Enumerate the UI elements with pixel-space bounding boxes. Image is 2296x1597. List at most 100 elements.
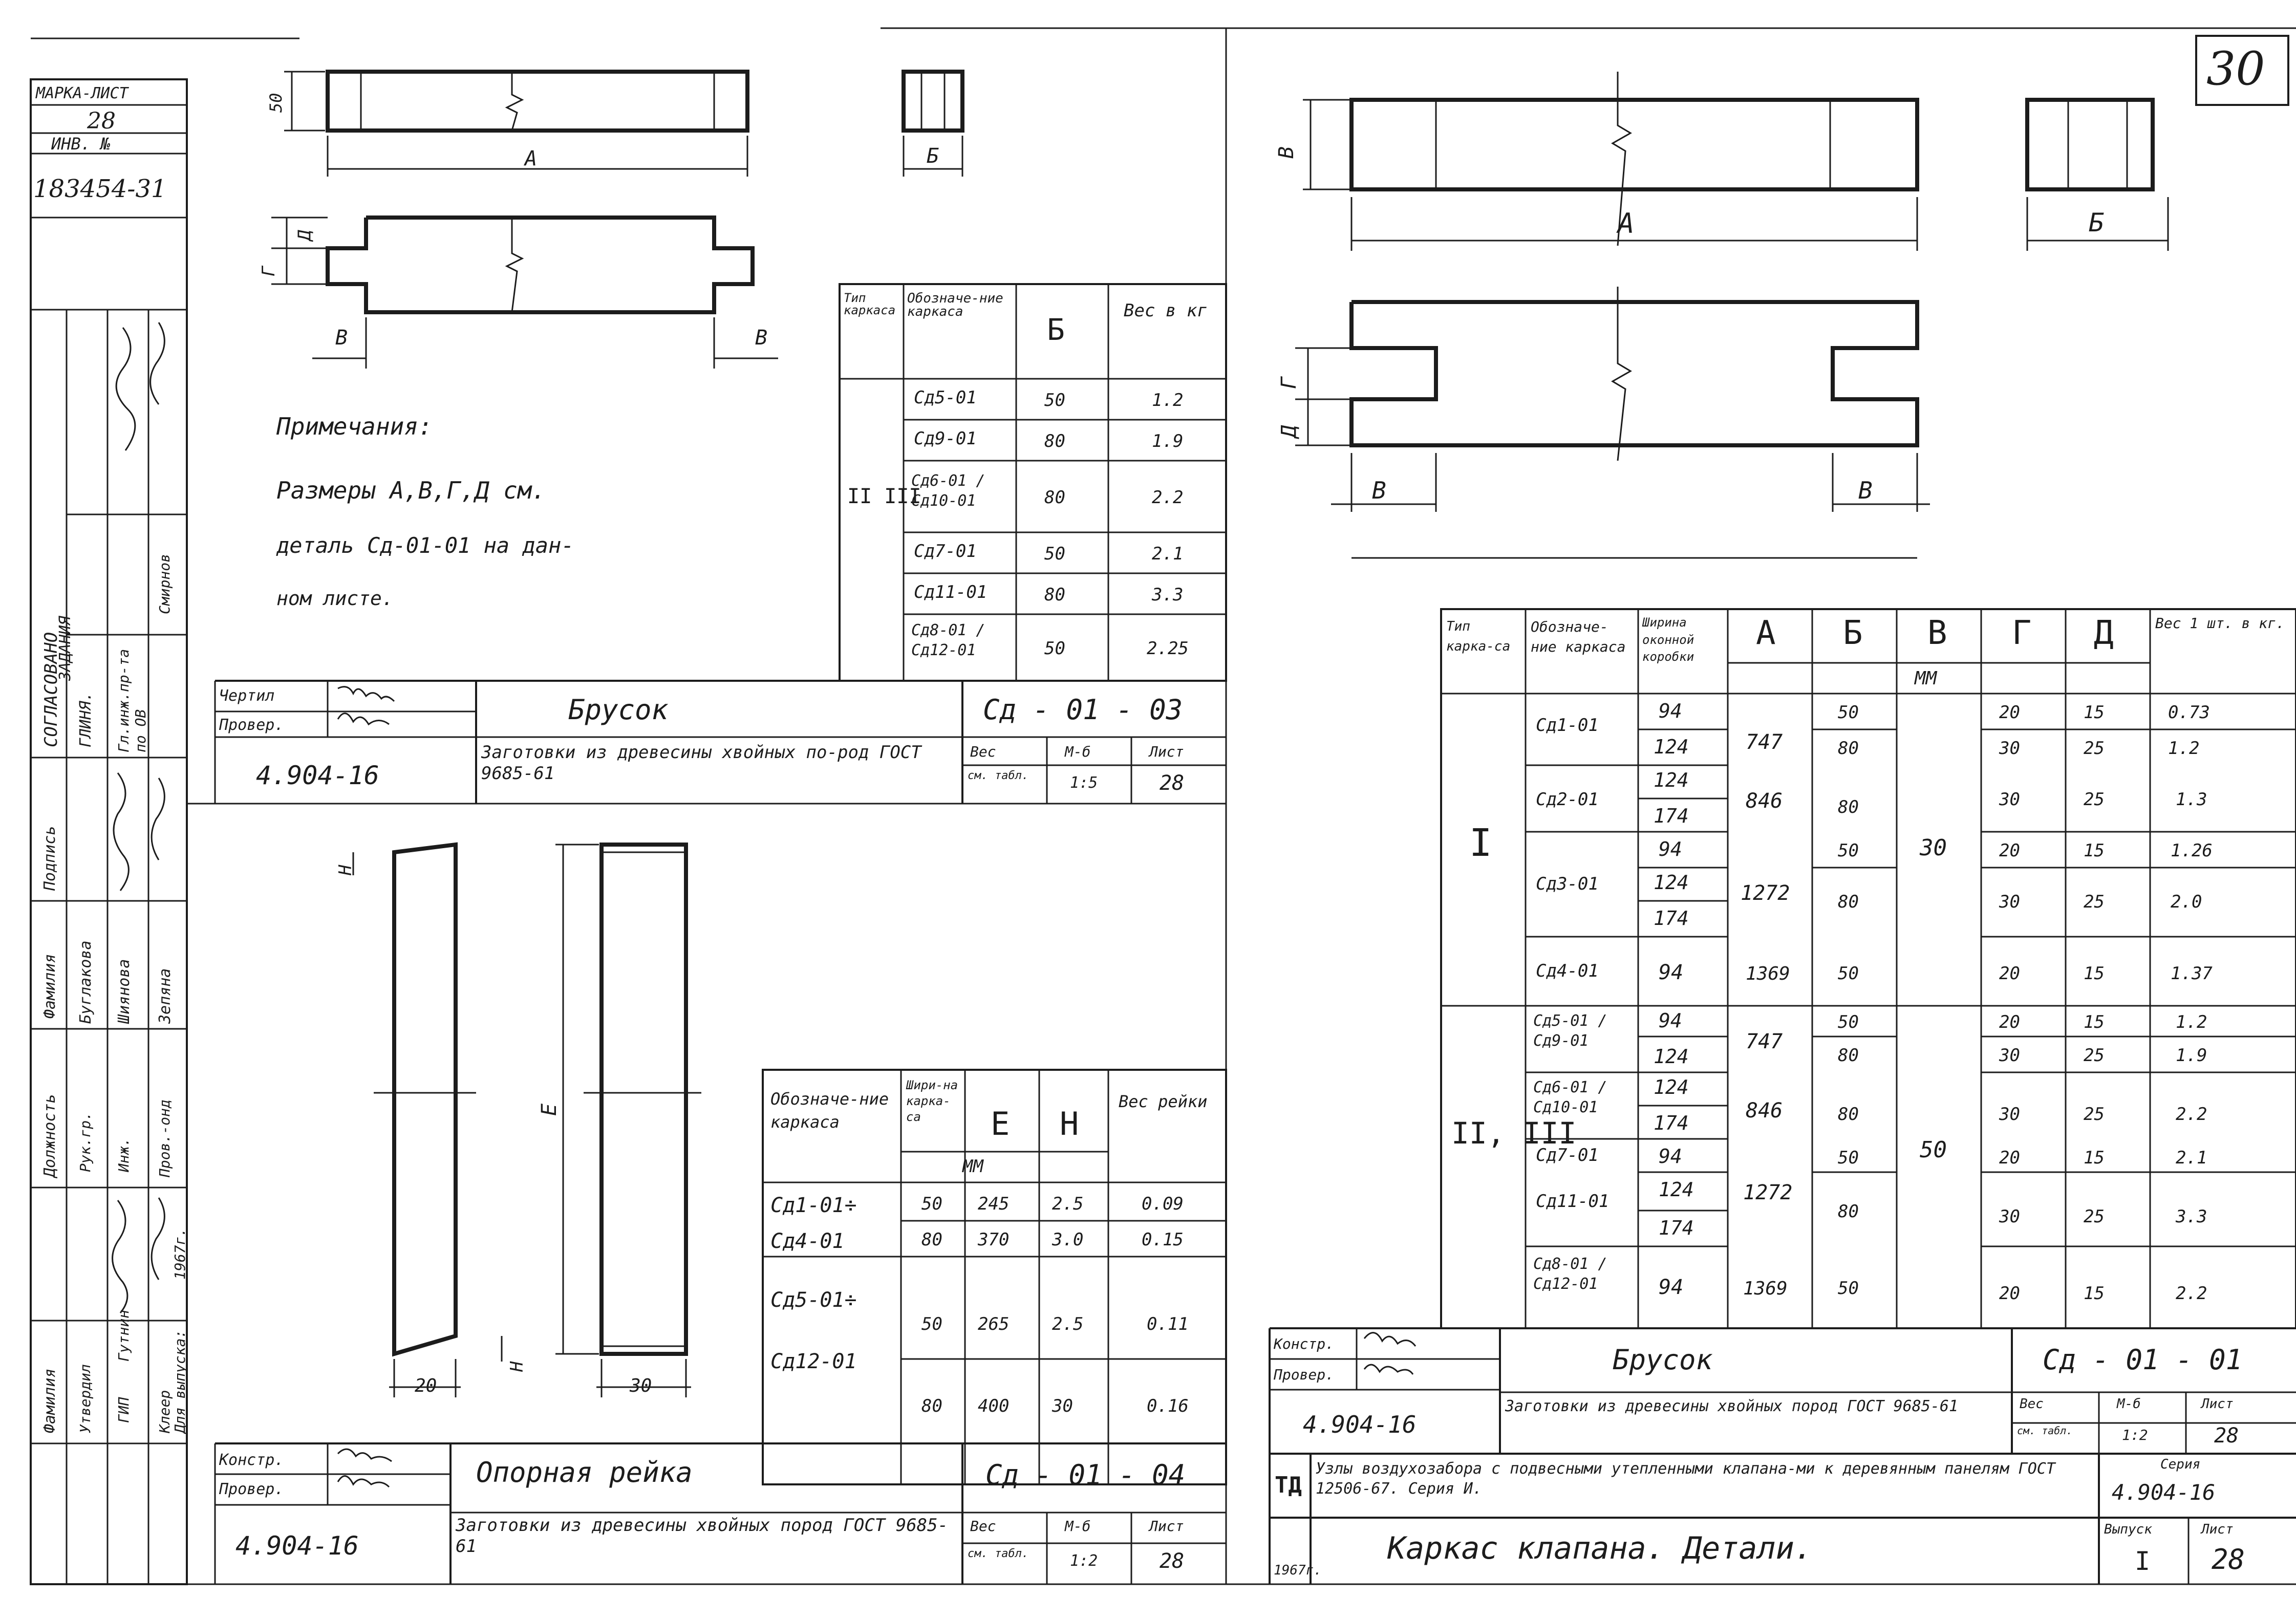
stamp-inv-label: ИНВ. № bbox=[51, 134, 111, 154]
d01-r4-g: 20 bbox=[1999, 840, 2020, 861]
d04-r1-h: 3.0 bbox=[1052, 1229, 1084, 1250]
stamp-dolzh-val2: Инж. bbox=[115, 1137, 132, 1172]
d01-tb-doc: 4.904-16 bbox=[1303, 1411, 1417, 1438]
d04-tb-title: Опорная рейка bbox=[476, 1456, 693, 1488]
d01-th-b: Б bbox=[1843, 614, 1863, 652]
d01-r10-des: Сд6-01 / Сд10-01 bbox=[1533, 1078, 1607, 1116]
d01-r8-a: 747 bbox=[1746, 1030, 1783, 1053]
d01-r1-weight: 1.2 bbox=[2168, 738, 2200, 759]
stamp-dolzh: Должность bbox=[41, 1094, 59, 1177]
d04-tb-ves-val: см. табл. bbox=[968, 1547, 1029, 1560]
stamp-dlya: Для выпуска: bbox=[171, 1329, 188, 1433]
d01-r15-g: 20 bbox=[1999, 1283, 2020, 1304]
d01-dim-d: Д bbox=[1277, 425, 1301, 438]
d03-r1-w: 1.9 bbox=[1152, 431, 1184, 451]
d04-r3-weight: 0.16 bbox=[1147, 1396, 1189, 1416]
d03-tb-prover: Провер. bbox=[219, 716, 284, 734]
d03-note-line3: ном листе. bbox=[276, 587, 394, 610]
main-tb-td: ТД bbox=[1275, 1472, 1302, 1498]
d04-r0-e: 245 bbox=[978, 1194, 1010, 1214]
d01-type-ii: II, III bbox=[1451, 1116, 1577, 1151]
d03-tb-ves: Вес bbox=[970, 743, 996, 760]
d03-tb-ves-val: см. табл. bbox=[968, 769, 1029, 782]
d04-r1-weight: 0.15 bbox=[1142, 1229, 1184, 1250]
d01-r10-w: 124 bbox=[1654, 1076, 1689, 1098]
d04-r0-weight: 0.09 bbox=[1142, 1194, 1184, 1214]
d04-tb-doc: 4.904-16 bbox=[235, 1531, 359, 1561]
d01-tb-konstr: Констр. bbox=[1274, 1335, 1335, 1352]
d01-tb-material: Заготовки из древесины хвойных пород ГОС… bbox=[1505, 1397, 1959, 1415]
d01-dim-g: Г bbox=[1277, 376, 1301, 389]
d04-r1-des: Сд4-01 bbox=[770, 1229, 845, 1253]
d01-r12-a: 1272 bbox=[1743, 1181, 1793, 1204]
d04-tb-material: Заготовки из древесины хвойных пород ГОС… bbox=[456, 1515, 949, 1557]
d01-r8-b: 50 bbox=[1838, 1012, 1859, 1032]
d01-r4-weight: 1.26 bbox=[2171, 840, 2213, 861]
d01-tb-ves-val: см. табл. bbox=[2017, 1425, 2073, 1437]
d01-r3-w: 174 bbox=[1654, 805, 1689, 827]
d01-th-d: Д bbox=[2094, 614, 2114, 652]
d01-tb-prover: Провер. bbox=[1274, 1366, 1335, 1383]
stamp-familia: Фамилия bbox=[41, 954, 59, 1019]
d03-note-title: Примечания: bbox=[276, 413, 433, 440]
d01-r0-b: 50 bbox=[1838, 702, 1859, 723]
d01-r5-b: 80 bbox=[1838, 892, 1859, 912]
d04-tb-code: Сд - 01 - 04 bbox=[985, 1459, 1186, 1491]
d01-r1-g: 30 bbox=[1999, 738, 2020, 759]
d01-tb-title: Брусок bbox=[1613, 1344, 1713, 1376]
d01-r2-weight: 1.3 bbox=[2176, 789, 2207, 810]
d01-r0-weight: 0.73 bbox=[2168, 702, 2210, 723]
d03-r1-des: Сд9-01 bbox=[914, 428, 977, 449]
d01-r12-w: 94 bbox=[1659, 1145, 1682, 1168]
d01-r2-a: 846 bbox=[1746, 789, 1783, 813]
d03-type: II III bbox=[847, 485, 921, 508]
d03-r0-w: 1.2 bbox=[1152, 390, 1184, 411]
d01-r0-w: 94 bbox=[1659, 700, 1682, 722]
d01-r6-w: 174 bbox=[1654, 907, 1689, 930]
main-tb-description: Узлы воздухозабора с подвесными утепленн… bbox=[1316, 1460, 2055, 1498]
d01-r15-weight: 2.2 bbox=[2176, 1283, 2207, 1304]
d01-th-width: Ширина оконной коробки bbox=[1642, 615, 1694, 664]
d03-th-designation: Обозначе-ние каркаса bbox=[907, 291, 1003, 319]
d04-th-e: Е bbox=[991, 1105, 1010, 1142]
d01-r11-w: 174 bbox=[1654, 1112, 1689, 1134]
stamp-gip3: по ОВ bbox=[132, 709, 149, 752]
d01-r8-g: 20 bbox=[1999, 1012, 2020, 1032]
d01-r12-weight: 2.1 bbox=[2176, 1148, 2207, 1168]
d03-tb-doc: 4.904-16 bbox=[256, 761, 379, 790]
d01-r2-des: Сд2-01 bbox=[1536, 789, 1599, 810]
stamp-familia-val1: Буглакова bbox=[77, 940, 95, 1024]
d01-r2-w: 124 bbox=[1654, 769, 1689, 791]
d01-r15-a: 1369 bbox=[1743, 1278, 1788, 1299]
d04-tb-list-val: 28 bbox=[1160, 1549, 1185, 1573]
d01-r15-d: 15 bbox=[2084, 1283, 2105, 1304]
d03-dim-v-right: В bbox=[755, 326, 768, 350]
d01-r9-weight: 1.9 bbox=[2176, 1045, 2207, 1066]
d01-r7-w: 94 bbox=[1659, 961, 1684, 984]
d01-r7-weight: 1.37 bbox=[2171, 963, 2213, 984]
d01-r9-w: 124 bbox=[1654, 1045, 1689, 1068]
d01-r0-a: 747 bbox=[1746, 730, 1783, 754]
d01-r12-g: 20 bbox=[1999, 1148, 2020, 1168]
d01-r7-des: Сд4-01 bbox=[1536, 961, 1599, 981]
main-tb-vypusk-label: Выпуск bbox=[2104, 1522, 2152, 1537]
d01-dim-a: А bbox=[1618, 207, 1635, 240]
stamp-year: 1967г. bbox=[171, 1227, 188, 1280]
d03-dim-a: А bbox=[525, 147, 538, 170]
d01-th-type: Тип карка-са bbox=[1446, 619, 1511, 654]
d01-r0-d: 15 bbox=[2084, 702, 2105, 723]
d01-r1-d: 25 bbox=[2084, 738, 2105, 759]
d01-r2-d: 25 bbox=[2084, 789, 2105, 810]
d01-r7-b: 50 bbox=[1838, 963, 1859, 984]
d03-r4-des: Сд11-01 bbox=[914, 582, 988, 602]
d01-tb-m-val: 1:2 bbox=[2122, 1427, 2148, 1443]
d03-r3-b: 50 bbox=[1044, 544, 1065, 564]
d03-dim-b: Б bbox=[927, 144, 939, 168]
d01-r12-d: 15 bbox=[2084, 1148, 2105, 1168]
d04-r2-weight: 0.11 bbox=[1147, 1314, 1189, 1334]
d03-tb-m-val: 1:5 bbox=[1070, 774, 1098, 792]
d01-r10-b: 80 bbox=[1838, 1104, 1859, 1125]
d03-tb-list-val: 28 bbox=[1160, 771, 1185, 795]
d04-dim-30: 30 bbox=[630, 1375, 652, 1396]
d04-r3-e: 400 bbox=[978, 1396, 1010, 1416]
